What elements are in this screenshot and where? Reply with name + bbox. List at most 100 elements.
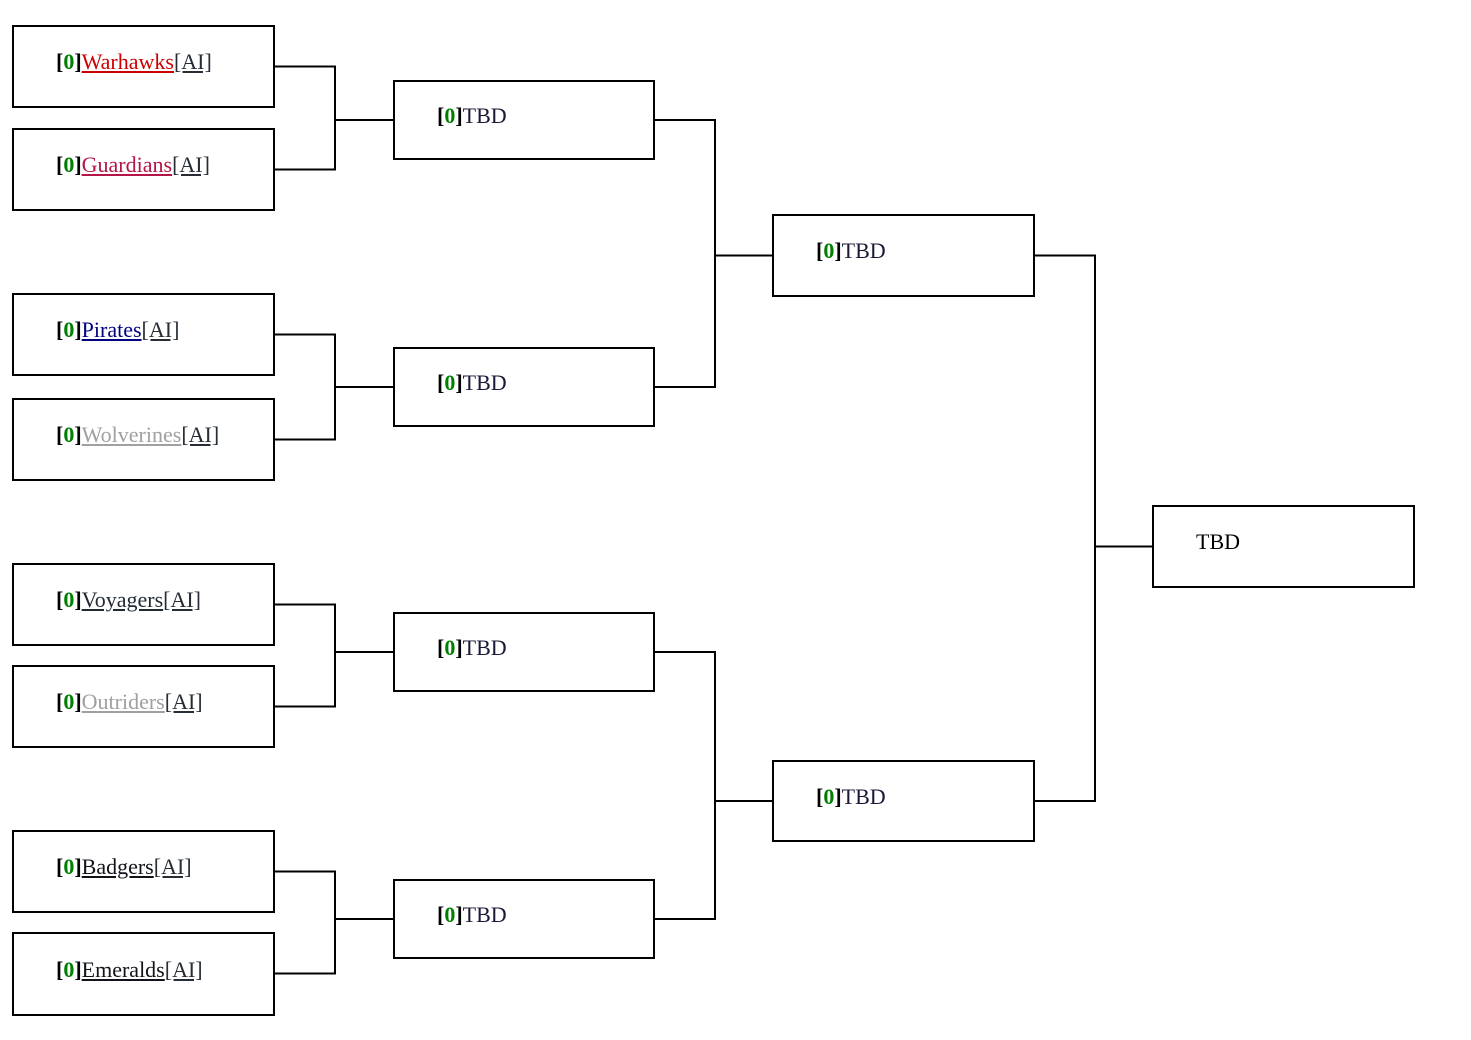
- match-slot-round2-4: [0]TBD: [393, 879, 655, 959]
- score-bracket-close: ]: [74, 854, 82, 879]
- score-bracket-open: [: [437, 369, 445, 395]
- ai-tag-link[interactable]: [AI]: [172, 152, 210, 177]
- match-score: 0: [823, 783, 835, 809]
- score-bracket-open: [: [816, 238, 824, 263]
- score-group: [0]: [437, 635, 463, 661]
- team-score: 0: [63, 854, 75, 879]
- ai-tag-link[interactable]: [AI]: [153, 854, 192, 879]
- score-bracket-open: [: [437, 634, 445, 660]
- match-slot-semifinal-2: [0]TBD: [772, 760, 1035, 842]
- score-group: [0]: [56, 317, 82, 343]
- tbd-label: TBD: [462, 634, 507, 660]
- match-slot-round2-3: [0]TBD: [393, 612, 655, 692]
- team-link-warhawks[interactable]: Warhawks: [81, 49, 174, 74]
- match-slot-warhawks: [0]Warhawks[AI]: [12, 25, 275, 108]
- score-group: [0]: [437, 370, 463, 396]
- team-link-emeralds[interactable]: Emeralds: [81, 956, 165, 982]
- match-slot-voyagers: [0]Voyagers[AI]: [12, 563, 275, 646]
- team-score: 0: [63, 49, 75, 74]
- tbd-label: TBD: [841, 783, 886, 809]
- score-group: [0]: [816, 238, 842, 264]
- team-link-guardians[interactable]: Guardians: [81, 152, 173, 177]
- score-bracket-close: ]: [834, 238, 842, 263]
- team-score: 0: [63, 422, 75, 447]
- match-slot-semifinal-1: [0]TBD: [772, 214, 1035, 297]
- connector-semi-bottom: [655, 651, 772, 920]
- score-bracket-open: [: [437, 901, 445, 927]
- score-bracket-close: ]: [455, 634, 463, 660]
- score-bracket-close: ]: [455, 901, 463, 927]
- score-bracket-open: [: [56, 587, 64, 612]
- team-link-voyagers[interactable]: Voyagers: [81, 587, 164, 612]
- match-slot-round2-2: [0]TBD: [393, 347, 655, 427]
- match-slot-final: TBD: [1152, 505, 1415, 588]
- match-score: 0: [444, 369, 456, 395]
- match-score: 0: [444, 634, 456, 660]
- score-group: [0]: [816, 784, 842, 810]
- tbd-label: TBD: [462, 901, 507, 927]
- score-group: [0]: [56, 422, 82, 448]
- ai-tag-link[interactable]: [AI]: [163, 587, 201, 612]
- score-bracket-open: [: [56, 422, 64, 447]
- score-bracket-close: ]: [74, 689, 82, 714]
- match-slot-emeralds: [0]Emeralds[AI]: [12, 932, 275, 1016]
- team-score: 0: [63, 689, 75, 714]
- team-score: 0: [63, 317, 75, 342]
- ai-tag-link[interactable]: [AI]: [164, 689, 203, 714]
- match-slot-round2-1: [0]TBD: [393, 80, 655, 160]
- match-score: 0: [444, 901, 456, 927]
- match-slot-wolverines: [0]Wolverines[AI]: [12, 398, 275, 481]
- match-slot-outriders: [0]Outriders[AI]: [12, 665, 275, 748]
- match-slot-pirates: [0]Pirates[AI]: [12, 293, 275, 376]
- score-bracket-close: ]: [455, 102, 463, 128]
- score-bracket-close: ]: [74, 152, 82, 177]
- team-score: 0: [63, 587, 75, 612]
- connector-pair-3: [275, 603, 393, 708]
- score-bracket-close: ]: [74, 956, 82, 982]
- ai-tag-link[interactable]: [AI]: [141, 317, 180, 342]
- score-bracket-close: ]: [74, 49, 82, 74]
- score-bracket-open: [: [56, 956, 64, 982]
- ai-tag-link[interactable]: [AI]: [173, 49, 212, 74]
- score-bracket-open: [: [816, 783, 824, 809]
- score-group: [0]: [56, 854, 82, 880]
- score-bracket-open: [: [56, 49, 64, 74]
- team-score: 0: [63, 152, 75, 177]
- team-link-badgers[interactable]: Badgers: [81, 854, 154, 879]
- score-bracket-open: [: [437, 102, 445, 128]
- score-bracket-close: ]: [74, 587, 82, 612]
- score-bracket-close: ]: [74, 317, 82, 342]
- tbd-label: TBD: [462, 369, 507, 395]
- score-bracket-close: ]: [834, 783, 842, 809]
- score-group: [0]: [56, 689, 82, 715]
- match-score: 0: [444, 102, 456, 128]
- ai-tag-link[interactable]: [AI]: [181, 422, 220, 447]
- team-link-outriders[interactable]: Outriders: [81, 689, 165, 714]
- match-score: 0: [823, 238, 835, 263]
- connector-pair-2: [275, 333, 393, 441]
- score-bracket-open: [: [56, 854, 64, 879]
- score-group: [0]: [56, 152, 82, 178]
- tbd-label: TBD: [841, 238, 886, 263]
- score-group: [0]: [437, 103, 463, 129]
- match-slot-guardians: [0]Guardians[AI]: [12, 128, 275, 211]
- score-bracket-open: [: [56, 152, 64, 177]
- match-slot-badgers: [0]Badgers[AI]: [12, 830, 275, 913]
- connector-pair-4: [275, 870, 393, 975]
- score-group: [0]: [56, 957, 82, 983]
- score-bracket-open: [: [56, 689, 64, 714]
- team-score: 0: [63, 956, 75, 982]
- score-bracket-close: ]: [455, 369, 463, 395]
- score-bracket-close: ]: [74, 422, 82, 447]
- team-link-pirates[interactable]: Pirates: [81, 317, 142, 342]
- team-link-wolverines[interactable]: Wolverines: [81, 422, 182, 447]
- connector-semi-top: [655, 119, 772, 388]
- final-tbd-label: TBD: [1196, 529, 1240, 554]
- tbd-label: TBD: [462, 102, 507, 128]
- score-group: [0]: [56, 587, 82, 613]
- ai-tag-link[interactable]: [AI]: [164, 956, 203, 982]
- score-group: [0]: [437, 902, 463, 928]
- connector-pair-1: [275, 65, 393, 171]
- connector-final: [1035, 254, 1152, 802]
